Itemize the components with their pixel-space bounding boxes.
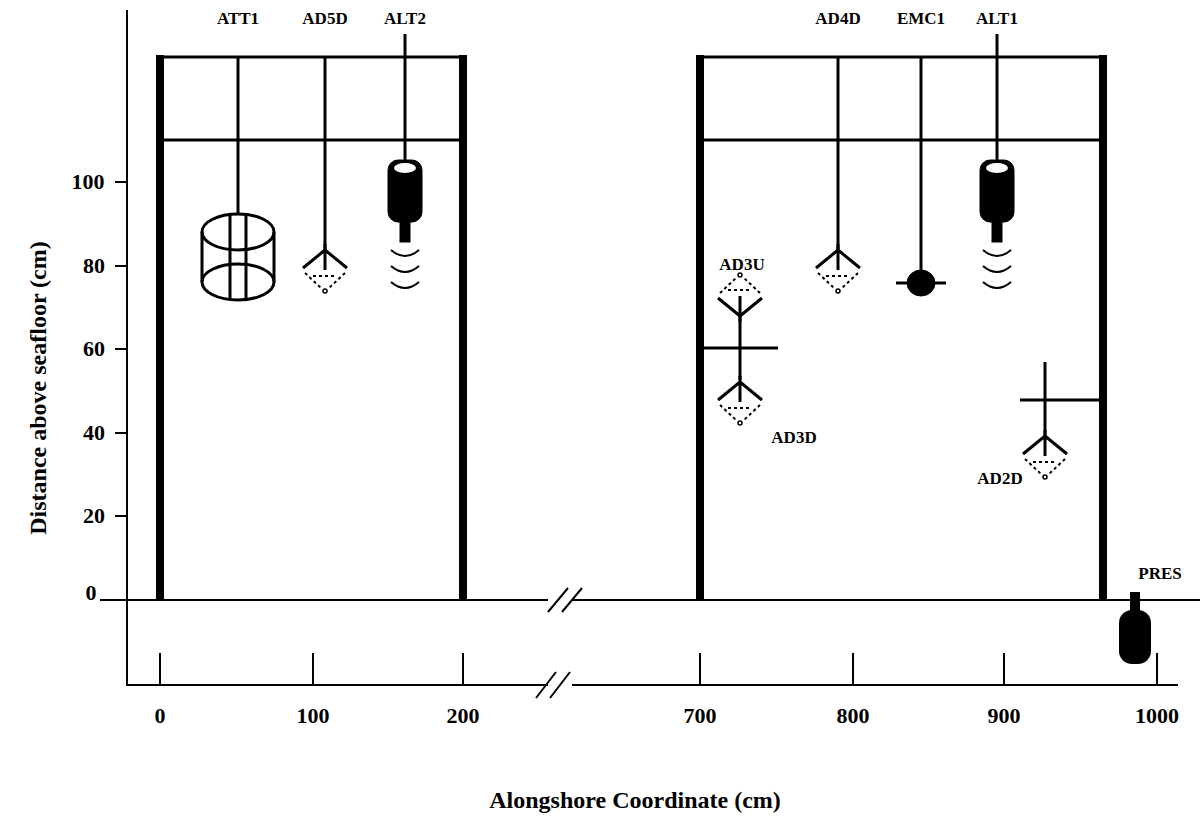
instrument-label: AD3U: [719, 256, 764, 273]
altimeter: [980, 160, 1014, 288]
instrument-label: AD4D: [815, 10, 860, 27]
doppler-probe: [718, 273, 762, 322]
tick-label: 900: [988, 705, 1021, 727]
doppler-probe: [303, 244, 347, 293]
tick-label: 20: [83, 505, 105, 527]
tick-label: 40: [83, 422, 105, 444]
tick-label: 700: [684, 705, 717, 727]
tick-label: 80: [83, 255, 105, 277]
instrument-label: ALT1: [976, 10, 1018, 27]
instrument-label: EMC1: [897, 10, 945, 27]
tick-label: 0: [86, 582, 97, 604]
instrument-label: AD2D: [977, 470, 1022, 487]
axes: [100, 10, 1200, 698]
instrument-label: AD5D: [302, 10, 347, 27]
tick-label: 100: [72, 171, 105, 193]
instrument-label: PRES: [1138, 565, 1181, 582]
doppler-probe: [718, 376, 762, 425]
tick-label: 60: [83, 338, 105, 360]
frame: [160, 55, 1103, 600]
current-meter: [896, 57, 946, 296]
instrument-label: ALT2: [384, 10, 426, 27]
axis-title: Distance above seafloor (cm): [26, 241, 50, 534]
doppler-probe: [816, 244, 860, 293]
pressure-sensor: [1119, 592, 1151, 664]
tick-label: 100: [297, 705, 330, 727]
tick-label: 800: [837, 705, 870, 727]
tick-label: 0: [155, 705, 166, 727]
doppler-probe: [1023, 430, 1067, 479]
instrument-label: ATT1: [217, 10, 259, 27]
axis-title: Alongshore Coordinate (cm): [489, 788, 781, 812]
tick-label: 1000: [1135, 705, 1179, 727]
tick-label: 200: [447, 705, 480, 727]
altimeter: [388, 160, 422, 288]
instrument-label: AD3D: [771, 429, 816, 446]
transmissometer: [202, 57, 274, 300]
